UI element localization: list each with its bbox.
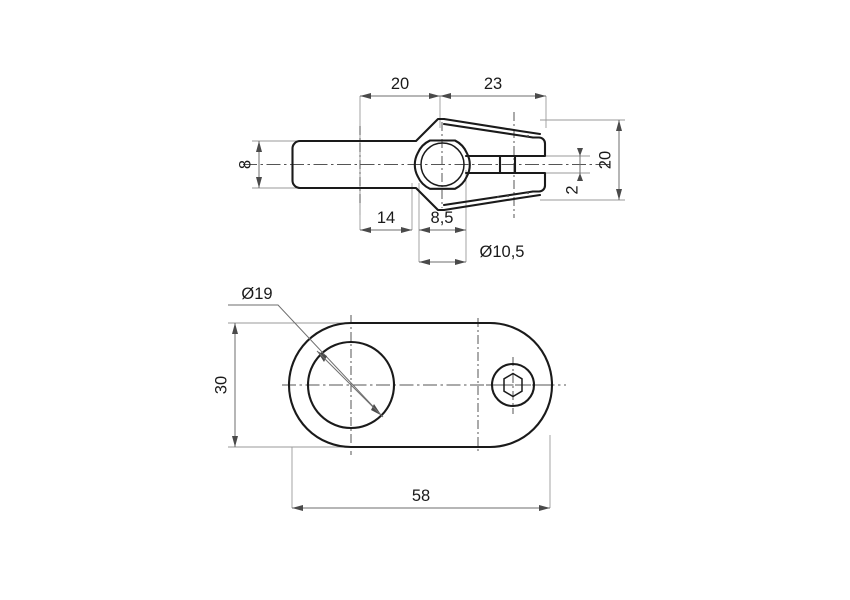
shaft-upper-edge bbox=[298, 117, 446, 143]
arrow-20-left bbox=[360, 93, 371, 99]
dimension-top-20: 20 bbox=[360, 75, 440, 99]
arrow-58-right bbox=[539, 505, 550, 511]
plate-outline bbox=[287, 321, 554, 449]
arrow-2-top bbox=[577, 148, 583, 156]
bottom-view-extension-lines bbox=[228, 322, 551, 508]
arrow-right20-top bbox=[616, 120, 622, 131]
fork-lower-taper-outer bbox=[442, 193, 542, 212]
dimension-length-58: 58 bbox=[292, 487, 550, 511]
dim-label-length-58: 58 bbox=[412, 487, 430, 505]
arrow-85-right bbox=[455, 227, 466, 233]
edge-mark-lower-3 bbox=[507, 195, 509, 197]
edge-mark-lower-2 bbox=[497, 196, 499, 198]
hex-socket-outer-circle bbox=[490, 362, 536, 408]
hex-socket-hexagon bbox=[503, 372, 523, 398]
dim-label-bore-19: Ø19 bbox=[241, 285, 272, 303]
dimension-right-20: 20 bbox=[597, 120, 622, 200]
arrow-20-right bbox=[429, 93, 440, 99]
arrow-23-left bbox=[440, 93, 451, 99]
arrow-30-bottom bbox=[232, 436, 238, 447]
arrow-30-top bbox=[232, 323, 238, 334]
shaft-lower-edge bbox=[298, 186, 446, 212]
arrow-right20-bottom bbox=[616, 189, 622, 200]
dim-label-lower-85: 8,5 bbox=[431, 209, 454, 227]
dimension-lower-14: 14 bbox=[360, 209, 412, 233]
dimension-height-30: 30 bbox=[213, 323, 238, 447]
fork-upper-taper-outer bbox=[442, 117, 542, 136]
dimension-top-23: 23 bbox=[440, 75, 546, 99]
arrow-105-right bbox=[455, 259, 466, 265]
fork-lower-taper-inner bbox=[442, 190, 535, 207]
arrow-2-bottom bbox=[577, 173, 583, 181]
dim-label-left-8: 8 bbox=[237, 160, 255, 169]
dimension-bore-19: Ø19 bbox=[228, 285, 384, 418]
bore-boss-outer bbox=[413, 139, 471, 190]
bottom-view-center-lines bbox=[282, 315, 566, 455]
dimension-right-2: 2 bbox=[564, 148, 583, 195]
arrow-58-left bbox=[292, 505, 303, 511]
edge-mark-lower bbox=[527, 192, 529, 194]
dim-label-top-20: 20 bbox=[391, 75, 409, 93]
arrow-23-right bbox=[535, 93, 546, 99]
arrow-8-top bbox=[256, 141, 262, 152]
dimension-bore-105: Ø10,5 bbox=[419, 243, 524, 265]
bore-19-circle bbox=[306, 340, 396, 430]
dim-label-top-23: 23 bbox=[484, 75, 502, 93]
dim-label-right-2: 2 bbox=[564, 185, 582, 194]
top-view-group: 20 23 8 20 bbox=[237, 75, 625, 265]
shaft-left-cap bbox=[291, 139, 302, 190]
clamp-block-upper bbox=[464, 136, 547, 158]
clamp-block-lower bbox=[464, 171, 547, 193]
top-view-center-lines bbox=[243, 112, 612, 218]
edge-mark-upper bbox=[527, 135, 529, 137]
bottom-view-group: Ø19 30 58 bbox=[213, 285, 566, 511]
dimension-left-8: 8 bbox=[237, 141, 262, 188]
leader-line-bore19 bbox=[228, 304, 384, 418]
dim-label-bore-105: Ø10,5 bbox=[480, 243, 525, 261]
dim-label-lower-14: 14 bbox=[377, 209, 395, 227]
bottom-view-part-outline bbox=[287, 321, 554, 449]
bore-inner-circle bbox=[420, 142, 465, 187]
dim-label-height-30: 30 bbox=[213, 376, 231, 394]
arrow-14-left bbox=[360, 227, 371, 233]
top-view-extension-lines bbox=[252, 96, 625, 262]
dimension-lower-85: 8,5 bbox=[419, 209, 466, 233]
fork-upper-taper-inner bbox=[442, 122, 535, 139]
arrow-14-right bbox=[401, 227, 412, 233]
dim-label-right-20: 20 bbox=[597, 151, 615, 169]
arrow-8-bottom bbox=[256, 177, 262, 188]
arrow-105-left bbox=[419, 259, 430, 265]
top-view-part-outline bbox=[291, 117, 547, 212]
leader-line-bore19-diagonal bbox=[316, 350, 382, 416]
arrow-85-left bbox=[419, 227, 430, 233]
